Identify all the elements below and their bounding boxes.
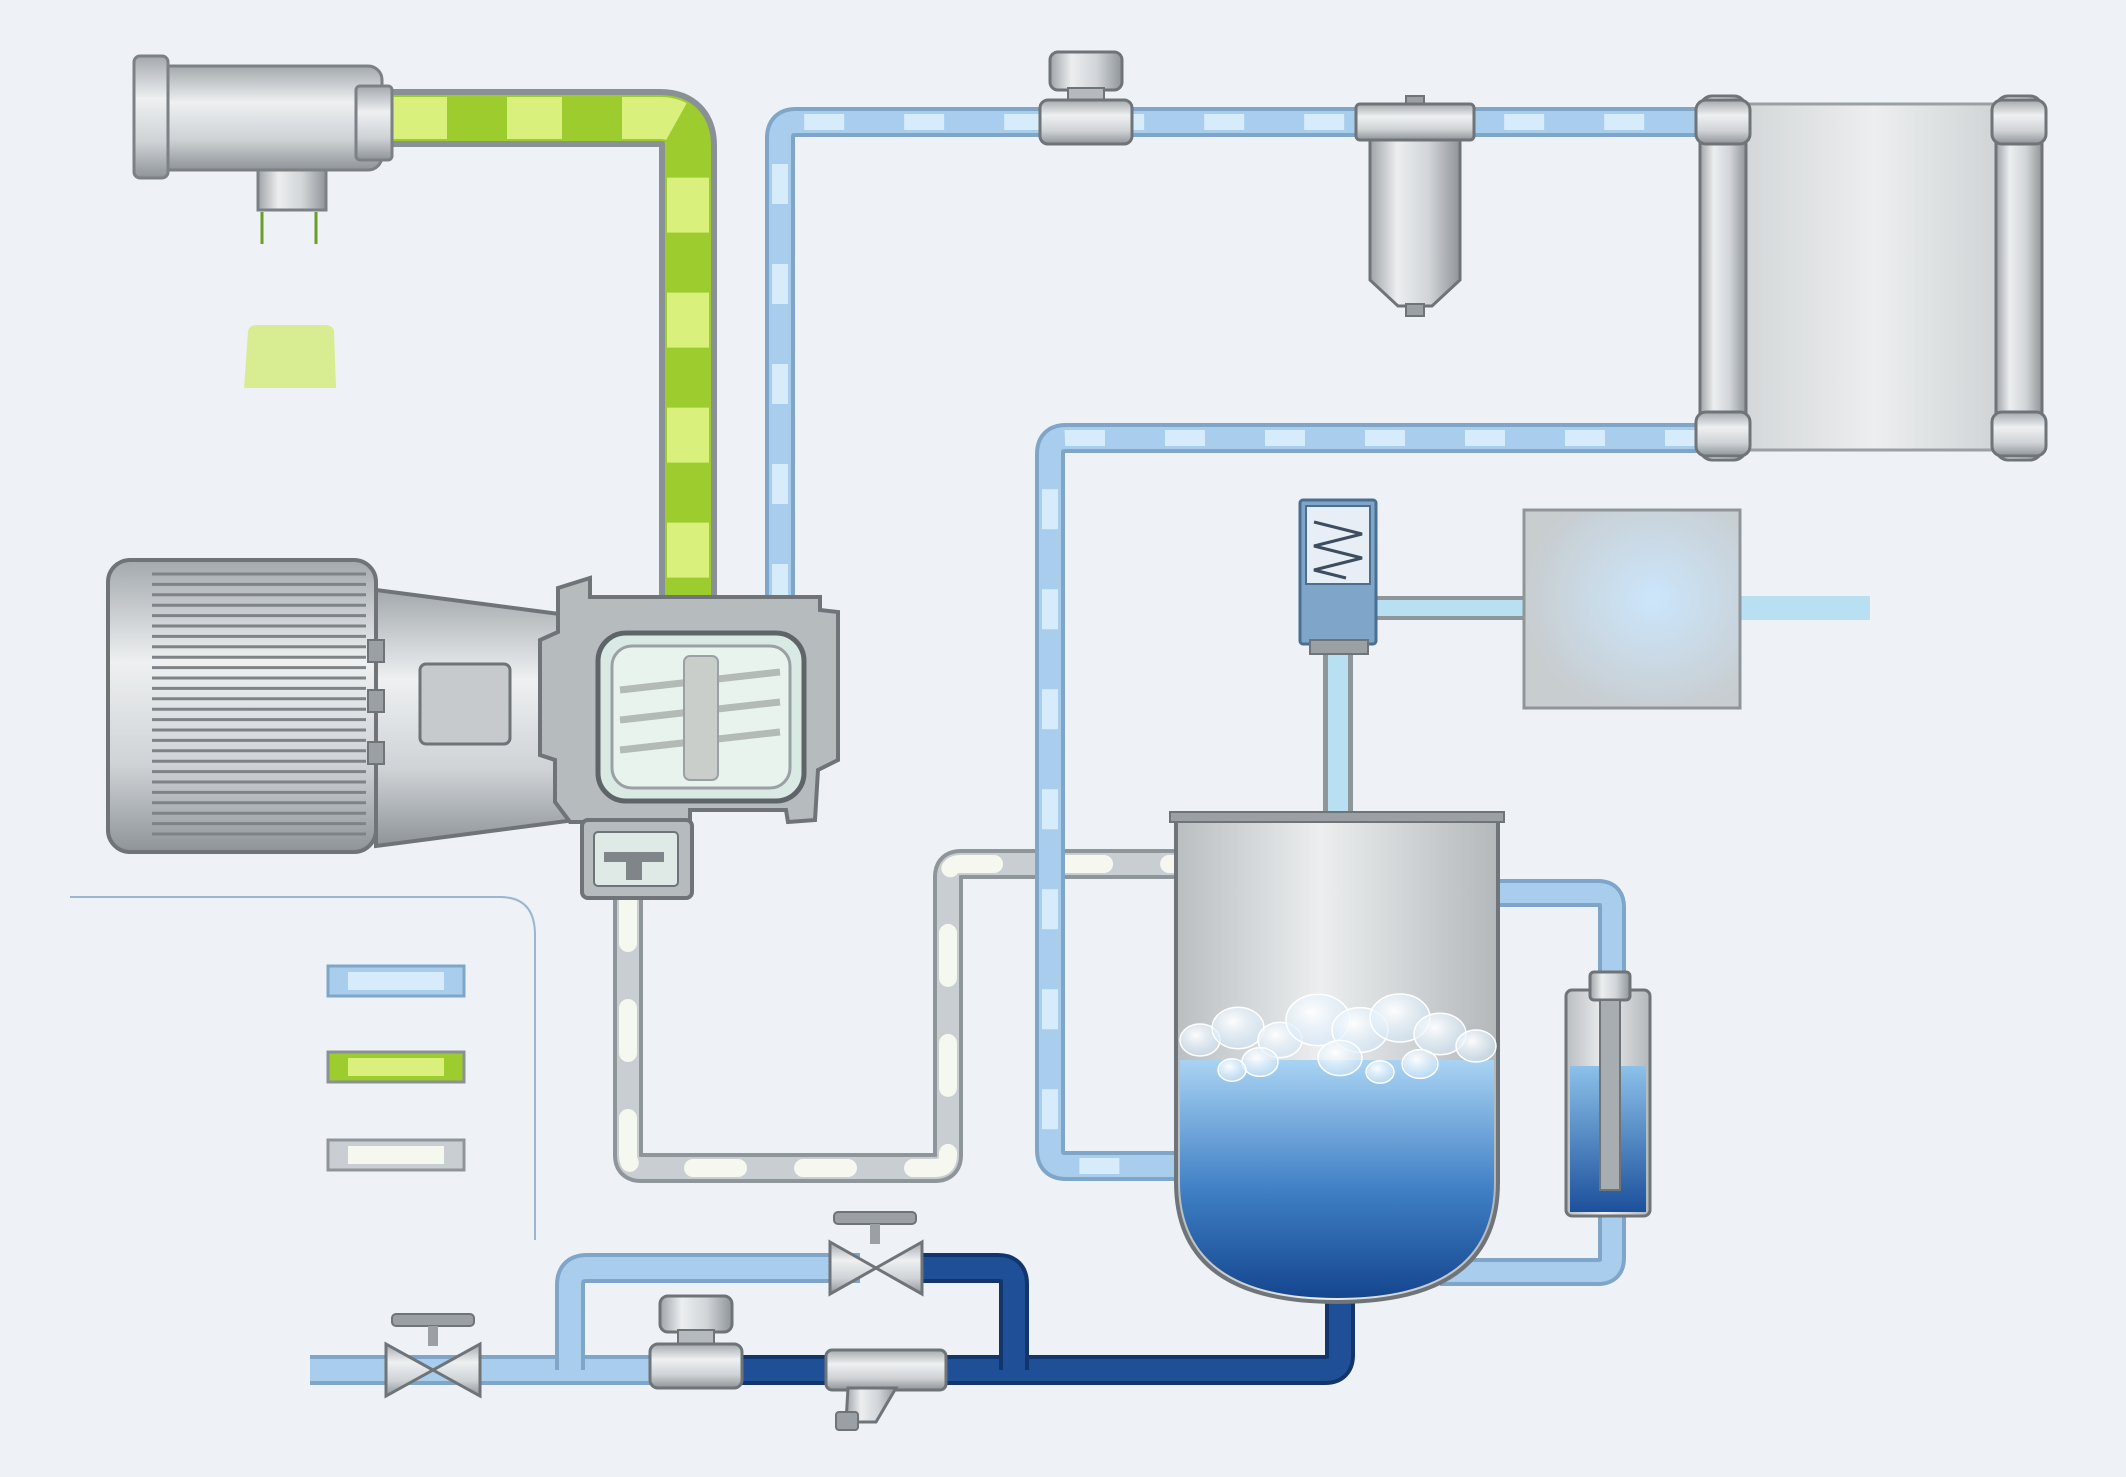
foam-bubble	[1401, 1048, 1439, 1080]
intake-air-filter	[132, 54, 394, 244]
motor	[106, 558, 592, 854]
pressure-gauge	[1038, 50, 1134, 146]
legend-swatch-oil-air	[326, 1138, 466, 1172]
control-box	[1522, 508, 1742, 710]
inlet-valve	[384, 1313, 482, 1399]
foam-bubble	[1241, 1046, 1279, 1078]
coolant-loop-pipes	[1440, 879, 1626, 1286]
foam-bubbles	[1179, 993, 1497, 1084]
motor-cooling-fins	[152, 572, 366, 836]
legend-swatch-air	[326, 964, 466, 998]
oil-drop-marker	[244, 325, 336, 388]
separator-tank	[1169, 811, 1505, 1305]
foam-bubble	[1211, 1006, 1265, 1050]
heat-exchanger	[1694, 94, 2048, 462]
bypass-valve	[828, 1211, 924, 1297]
air-pipes	[765, 107, 1870, 1181]
legend-swatch-oil	[326, 1050, 466, 1084]
legend-panel-border	[70, 896, 536, 1240]
inline-filter	[1354, 95, 1476, 317]
legend	[326, 964, 466, 1172]
foam-bubble	[1317, 1039, 1363, 1077]
compressor	[538, 575, 840, 900]
relief-valve	[1298, 498, 1378, 655]
supply-pipes	[310, 1253, 1355, 1385]
motor-terminal-box	[418, 662, 512, 746]
sight-glass	[1564, 970, 1652, 1218]
check-valve	[648, 1294, 744, 1390]
strainer	[824, 1348, 948, 1431]
foam-bubble	[1217, 1058, 1247, 1082]
oil-air-pipes	[613, 849, 1190, 1183]
foam-bubble	[1365, 1060, 1395, 1084]
foam-bubble	[1455, 1029, 1497, 1063]
oil-pipes	[392, 89, 717, 608]
